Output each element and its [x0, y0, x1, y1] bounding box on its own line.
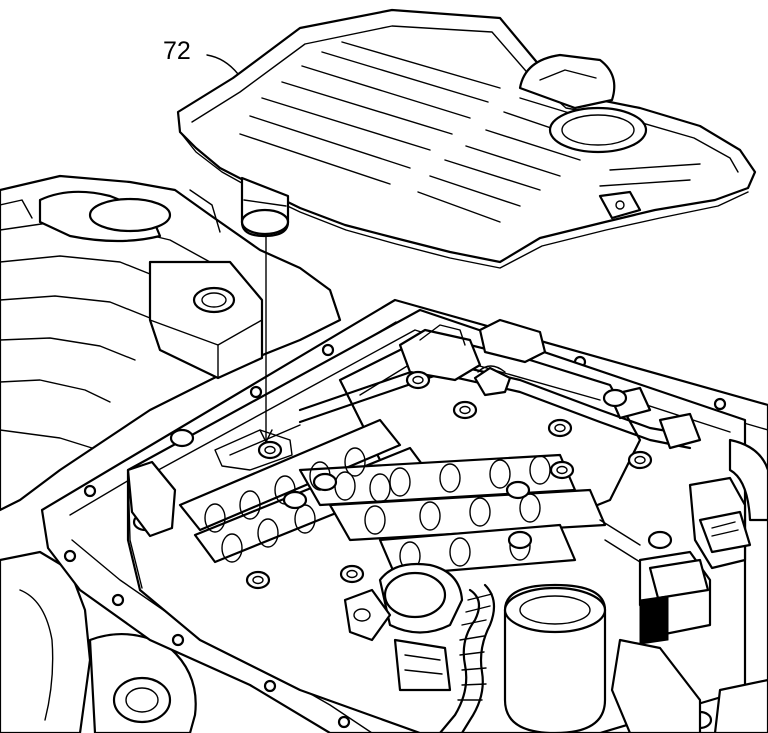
transmission-fluid-filter	[176, 8, 757, 269]
spool-valves	[178, 418, 607, 577]
transmission-case	[0, 174, 342, 733]
filter-ribs	[239, 41, 701, 223]
installation-arrow-tip	[259, 429, 273, 443]
callout-72-leader	[206, 54, 239, 75]
valve-body	[126, 308, 768, 733]
callout-72-label: 72	[163, 37, 191, 65]
callout-72: 72	[163, 37, 239, 75]
solenoid-connectors	[599, 438, 768, 645]
bottom-solenoid-assembly	[343, 562, 768, 733]
